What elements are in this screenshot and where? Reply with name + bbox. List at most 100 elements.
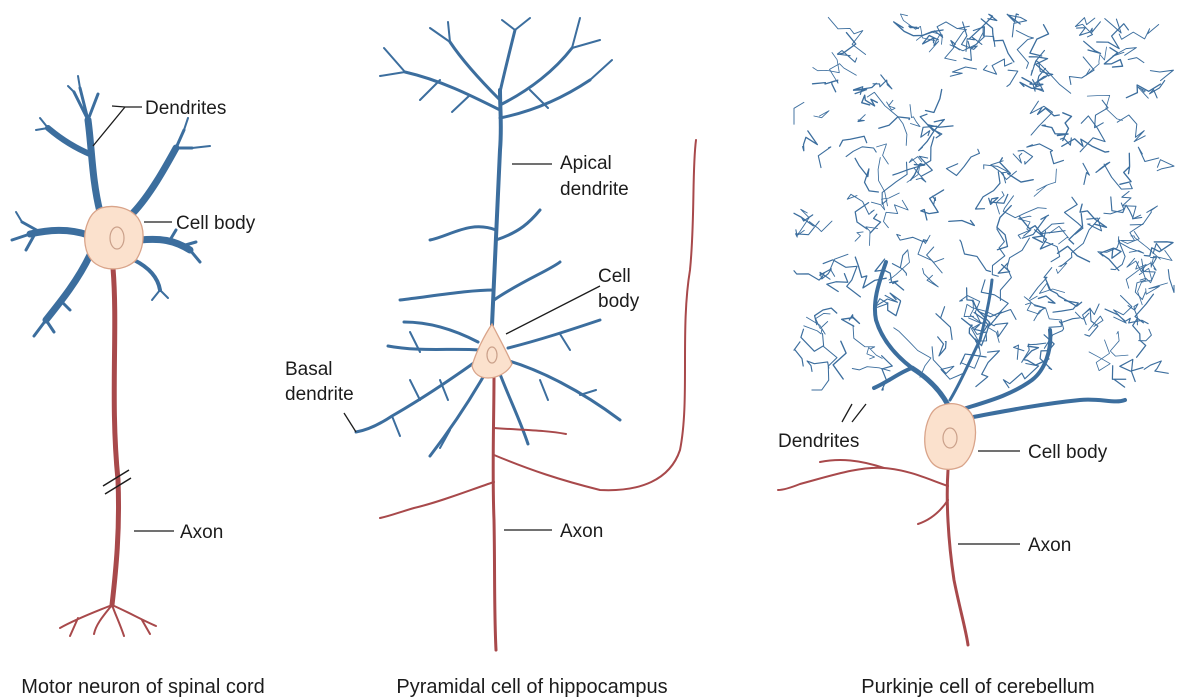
purkinje-axon-label: Axon <box>1028 535 1071 556</box>
purkinje-dendrite-branch <box>1111 197 1142 219</box>
purkinje-dendrite-branch <box>812 334 837 391</box>
motor-dendrites-label: Dendrites <box>145 98 226 119</box>
purkinje-axon <box>778 460 968 645</box>
purkinje-dendrite-branch <box>1151 258 1157 271</box>
purkinje-cell-body <box>925 404 976 470</box>
purkinje-dendrite-branch <box>893 137 934 175</box>
purkinje-dendrite-branch <box>1150 70 1173 80</box>
purkinje-dendrite-branch <box>797 209 809 235</box>
purkinje-dendrite-branch <box>1038 107 1060 116</box>
purkinje-dendrites-label: Dendrites <box>778 431 859 452</box>
purkinje-dendrite-branch <box>813 53 840 73</box>
purkinje-dendrite-branch <box>1095 100 1108 128</box>
purkinje-dendrite-branch <box>1110 331 1128 356</box>
purkinje-dendrite-branch <box>946 149 979 175</box>
purkinje-dendrite-branch <box>1030 101 1052 135</box>
pyramidal-axon-label: Axon <box>560 521 603 542</box>
purkinje-dendrite-branch <box>921 126 937 137</box>
purkinje-dendrite-branch <box>1119 25 1159 40</box>
purkinje-dendrite-branch <box>921 190 944 220</box>
purkinje-dendrite-branch <box>890 281 904 290</box>
purkinje-cell-body-label: Cell body <box>1028 442 1108 463</box>
purkinje-dendrite-branch <box>1112 366 1125 387</box>
purkinje-dendrite-branch <box>853 325 875 349</box>
purkinje-dendrite-branch <box>1097 24 1129 49</box>
purkinje-dendrite-branch <box>1120 153 1131 184</box>
purkinje-dendrite-branch <box>960 240 991 271</box>
purkinje-dendrite-branch <box>1144 361 1168 373</box>
motor-neuron-axon-terminals <box>60 605 156 636</box>
purkinje-dendrite-branch <box>830 254 848 276</box>
pyramidal-cell-body-label-line2: body <box>598 291 640 312</box>
purkinje-dendrite-branch <box>1157 160 1174 171</box>
purkinje-dendrite-branch <box>816 313 831 328</box>
purkinje-dendrite-branch <box>1030 268 1052 299</box>
purkinje-dendrite-branch <box>949 220 975 225</box>
purkinje-dendrite-branch <box>936 307 952 340</box>
purkinje-dendrite-branch <box>846 147 876 157</box>
purkinje-dendrite-branch <box>794 102 804 124</box>
purkinje-dendrite-branch <box>926 90 942 113</box>
purkinje-dendrites-leader <box>842 404 866 422</box>
purkinje-dendrite-branch <box>1153 244 1162 254</box>
purkinje-dendrite-branch <box>938 337 946 356</box>
purkinje-dendrite-branch <box>837 51 856 63</box>
purkinje-dendrite-branch <box>1077 22 1101 36</box>
purkinje-dendrite-branch <box>1087 95 1122 120</box>
purkinje-dendrite-branch <box>827 274 848 292</box>
purkinje-dendrite-branch <box>927 247 944 262</box>
purkinje-dendrite-branch <box>873 75 892 89</box>
purkinje-dendrite-branch <box>1120 359 1143 381</box>
purkinje-dendrite-branch <box>1053 301 1078 313</box>
purkinje-dendrite-branch <box>1080 204 1107 227</box>
purkinje-dendrite-branch <box>1133 318 1146 357</box>
purkinje-dendrite-branch <box>923 269 939 287</box>
purkinje-dendrite-branch <box>814 111 829 118</box>
purkinje-dendrite-branch <box>1151 251 1172 268</box>
purkinje-dendrite-branch <box>1058 246 1090 261</box>
purkinje-dendrite-branch <box>1117 115 1145 142</box>
purkinje-dendrite-branch <box>866 227 878 246</box>
purkinje-dendrite-branch <box>870 214 880 233</box>
purkinje-dendrite-branch <box>1126 263 1150 288</box>
motor-neuron-cell-body <box>85 206 143 268</box>
purkinje-dendrite-branch <box>1049 226 1068 244</box>
pyramidal-basal-label-line2: dendrite <box>285 384 354 405</box>
motor-cell-body-label: Cell body <box>176 213 256 234</box>
pyramidal-cell-body <box>472 324 512 378</box>
purkinje-dendrite-branch <box>803 131 818 151</box>
purkinje-dendrite-branch <box>1016 31 1033 69</box>
motor-axon-label: Axon <box>180 522 223 543</box>
purkinje-dendrite-branch <box>794 213 813 226</box>
purkinje-dendrite-branch <box>964 304 997 316</box>
purkinje-dendrite-branch <box>1038 296 1055 303</box>
purkinje-dendrite-branch <box>842 315 860 326</box>
purkinje-dendrite-branch <box>804 317 825 334</box>
motor-neuron: Dendrites Cell body Axon Motor neuron of… <box>12 76 265 698</box>
purkinje-dendrite-branch <box>840 136 867 146</box>
purkinje-dendrite-branch <box>1040 223 1065 234</box>
purkinje-dendrite-branch <box>983 59 1012 74</box>
motor-dendrites-leader <box>93 106 142 146</box>
purkinje-dendrite-branch <box>1014 345 1024 359</box>
purkinje-dendrite-branch <box>1130 206 1157 225</box>
purkinje-dendrite-branch <box>1030 25 1049 56</box>
purkinje-dendrite-branch <box>929 35 940 52</box>
purkinje-dendrite-branch <box>813 80 838 92</box>
purkinje-dendrite-branch <box>1039 283 1064 293</box>
purkinje-dendrite-branch <box>847 194 874 214</box>
purkinje-dendrite-branch <box>855 232 863 241</box>
purkinje-dendrite-branch <box>962 323 983 369</box>
purkinje-dendrite-branch <box>1121 224 1144 244</box>
pyramidal-cell-caption: Pyramidal cell of hippocampus <box>396 676 667 698</box>
purkinje-dendrite-branch <box>989 194 1008 204</box>
pyramidal-cell-body-leader <box>506 286 600 334</box>
purkinje-dendrite-branch <box>1056 263 1067 273</box>
motor-neuron-axon <box>112 268 119 605</box>
purkinje-dendrite-branch <box>879 117 910 128</box>
purkinje-dendrite-branch <box>1059 318 1079 323</box>
purkinje-cell-caption: Purkinje cell of cerebellum <box>861 676 1094 698</box>
purkinje-dendrite-branch <box>1034 169 1056 196</box>
pyramidal-basal-label-line1: Basal <box>285 359 333 380</box>
purkinje-dendrite-branch <box>1083 163 1089 184</box>
